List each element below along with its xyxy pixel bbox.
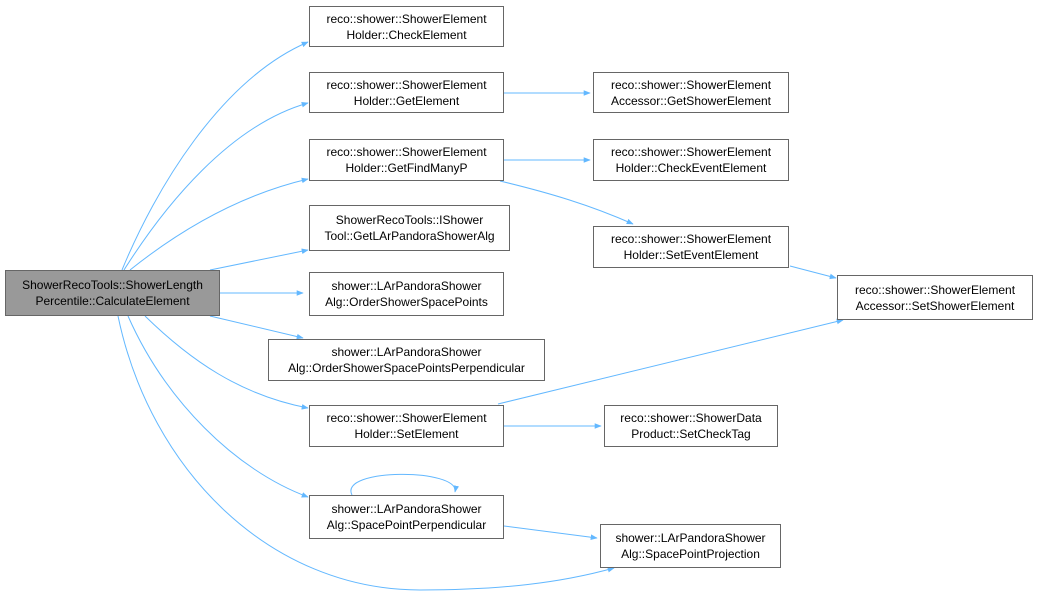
node-space-point-projection[interactable]: shower::LArPandoraShower Alg::SpacePoint… [600, 524, 781, 568]
edge-set-element-to-set-shower-element [497, 318, 844, 405]
node-order-shower-space-points-perpendicular[interactable]: shower::LArPandoraShower Alg::OrderShowe… [268, 339, 545, 381]
node-label-line1: reco::shower::ShowerData [620, 411, 762, 425]
node-label-line1: reco::shower::ShowerElement [326, 77, 487, 92]
edge-set-event-element-to-set-shower-element [789, 265, 837, 280]
node-label-line2: Holder::GetFindManyP [345, 161, 468, 175]
node-label-line1: shower::LArPandoraShower [331, 279, 482, 293]
node-label-line1: shower::LArPandoraShower [331, 502, 482, 516]
node-label-line1: ShowerRecoTools::ShowerLength [22, 278, 203, 292]
node-label-line2: Alg::OrderShowerSpacePoints [325, 295, 488, 309]
node-label-line1: ShowerRecoTools::IShower [335, 213, 484, 227]
node-check-element[interactable]: reco::shower::ShowerElement Holder::Chec… [309, 6, 504, 47]
node-get-shower-element[interactable]: reco::shower::ShowerElement Accessor::Ge… [593, 72, 789, 113]
edge-space-point-perpendicular-to-space-point-projection [503, 525, 598, 540]
node-label-line1: reco::shower::ShowerElement [610, 77, 772, 92]
edge-root-to-space-point-projection [117, 315, 615, 591]
node-label-line2: Tool::GetLArPandoraShowerAlg [324, 229, 495, 243]
node-set-shower-element[interactable]: reco::shower::ShowerElement Accessor::Se… [837, 275, 1033, 320]
node-label-line2: Holder::CheckEventElement [615, 161, 767, 175]
node-calculate-element-root: ShowerRecoTools::ShowerLength Percentile… [5, 270, 220, 316]
node-label-line2: Holder::CheckElement [346, 27, 467, 42]
node-label-line2: Holder::GetElement [353, 93, 460, 108]
node-space-point-perpendicular[interactable]: shower::LArPandoraShower Alg::SpacePoint… [309, 495, 504, 539]
node-label-line1: shower::LArPandoraShower [331, 345, 482, 359]
node-set-element[interactable]: reco::shower::ShowerElement Holder::SetE… [309, 405, 504, 447]
edge-space-point-perpendicular-self-loop [350, 473, 459, 496]
node-get-lar-pandora-shower-alg[interactable]: ShowerRecoTools::IShower Tool::GetLArPan… [309, 205, 510, 251]
node-order-shower-space-points[interactable]: shower::LArPandoraShower Alg::OrderShowe… [309, 272, 504, 316]
node-check-event-element[interactable]: reco::shower::ShowerElement Holder::Chec… [593, 139, 789, 181]
node-label-line2: Product::SetCheckTag [631, 427, 751, 441]
node-label-line2: Alg::SpacePointPerpendicular [326, 518, 487, 532]
node-get-find-many-p[interactable]: reco::shower::ShowerElement Holder::GetF… [309, 139, 504, 181]
edge-root-to-get-find-many-p [129, 177, 309, 271]
node-label-line2: Holder::SetElement [354, 427, 459, 441]
edge-root-to-order-shower-space-points-perpendicular [209, 315, 304, 340]
node-set-check-tag[interactable]: reco::shower::ShowerData Product::SetChe… [604, 405, 778, 447]
edge-root-to-set-element [144, 315, 309, 410]
edge-root-to-get-element [123, 102, 309, 271]
node-label-line2: Accessor::SetShowerElement [855, 298, 1015, 313]
node-get-element[interactable]: reco::shower::ShowerElement Holder::GetE… [309, 72, 504, 113]
node-label-line2: Alg::OrderShowerSpacePointsPerpendicular [288, 361, 525, 375]
edge-get-find-many-p-to-set-event-element [499, 180, 634, 225]
node-label-line1: reco::shower::ShowerElement [326, 411, 487, 425]
edge-root-to-check-element [121, 41, 309, 271]
edge-root-to-space-point-perpendicular [127, 315, 309, 498]
node-label-line2: Alg::SpacePointProjection [621, 547, 760, 561]
node-label-line2: Accessor::GetShowerElement [610, 93, 772, 108]
node-label-line1: reco::shower::ShowerElement [326, 11, 487, 26]
node-label-line1: reco::shower::ShowerElement [854, 282, 1016, 297]
edge-root-to-get-lar-pandora-shower-alg [209, 248, 309, 271]
node-set-event-element[interactable]: reco::shower::ShowerElement Holder::SetE… [593, 226, 789, 268]
node-label-line2: Percentile::CalculateElement [35, 294, 190, 308]
node-label-line1: reco::shower::ShowerElement [610, 232, 772, 246]
node-label-line1: reco::shower::ShowerElement [326, 145, 487, 159]
node-label-line1: shower::LArPandoraShower [615, 531, 766, 545]
node-label-line2: Holder::SetEventElement [623, 248, 759, 262]
node-label-line1: reco::shower::ShowerElement [610, 145, 772, 159]
